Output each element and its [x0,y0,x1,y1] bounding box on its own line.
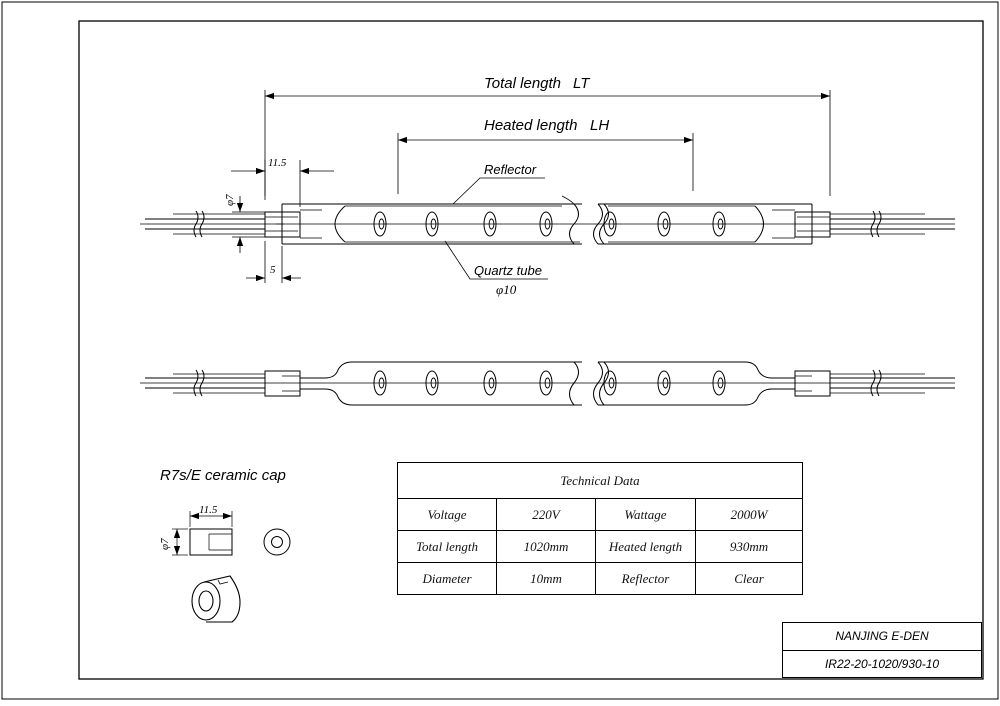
quartz-tube-diameter: φ10 [496,282,517,297]
ceramic-cap-length-value: 11.5 [199,504,218,516]
total-length-dimension [264,90,831,196]
table-cell: 1020mm [496,530,596,563]
table-cell: 10mm [496,562,596,595]
heated-length-symbol: LH [590,117,609,134]
table-cell: Wattage [595,498,696,531]
table-cell: 2000W [694,498,804,531]
table-cell: Heated length [595,530,696,563]
ceramic-cap-title: R7s/E ceramic cap [160,467,286,484]
sheet-border-inner [78,20,984,680]
end-length-dimension [231,160,334,207]
lamp-top-view [140,195,955,245]
technical-data-title: Technical Data [396,462,804,499]
table-cell: Clear [694,562,804,595]
ceramic-cap-diameter-value: φ7 [159,538,171,550]
cap-offset-value: 5 [270,264,276,276]
reflector-label: Reflector [484,162,537,177]
reflector-leader [452,177,545,205]
ceramic-cap-side-drawing [172,511,233,556]
total-length-label: Total length [484,75,561,92]
table-cell: 930mm [694,530,804,563]
part-number: IR22-20-1020/930-10 [824,657,940,671]
company-name: NANJING E-DEN [783,623,981,651]
end-length-value: 11.5 [268,157,287,169]
table-cell: Reflector [595,562,696,595]
cap-diameter-value: φ7 [224,194,236,206]
title-block: NANJING E-DEN IR22-20-1020/930-10 [782,622,982,678]
table-row: Diameter 10mm Reflector Clear [397,562,804,595]
table-cell: Voltage [397,498,497,531]
heated-length-label: Heated length [484,117,577,134]
heated-length-dimension [397,133,694,194]
table-cell: Diameter [397,562,497,595]
table-cell: 220V [496,498,596,531]
ceramic-cap-3d-view [191,575,241,623]
table-row: Voltage 220V Wattage 2000W [397,498,804,531]
technical-data-table: Technical Data Voltage 220V Wattage 2000… [396,462,804,595]
quartz-tube-label: Quartz tube [474,263,542,278]
ceramic-cap-end-view [263,528,291,556]
table-row: Total length 1020mm Heated length 930mm [397,530,804,563]
cap-offset-dimension [246,241,301,283]
table-cell: Total length [397,530,497,563]
total-length-symbol: LT [573,75,591,92]
quartz-tube-leader [444,240,548,280]
cap-diameter-dimension [232,196,265,253]
lamp-side-view [140,361,955,406]
